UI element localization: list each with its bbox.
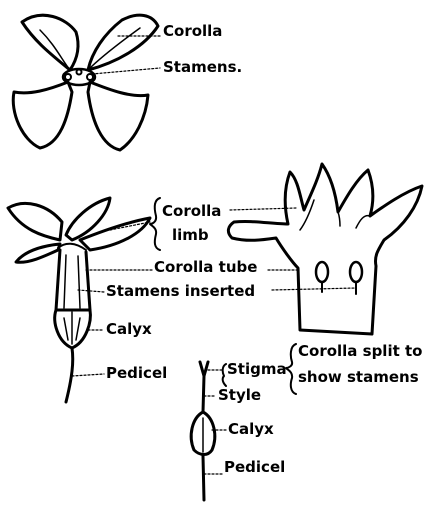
label-pedicel-pistil: Pedicel	[224, 460, 285, 475]
label-corolla-split-line1: Corolla split to	[298, 344, 422, 359]
side-tube-line-1	[64, 255, 66, 308]
label-style: Style	[218, 388, 261, 403]
top-view-flower	[13, 15, 158, 150]
side-limb-right-petal	[80, 218, 150, 250]
split-fold-3	[356, 216, 370, 228]
side-corolla-tube	[56, 250, 90, 310]
split-outline	[228, 164, 422, 334]
pistil-pedicel	[203, 456, 204, 500]
pistil-stigma	[200, 362, 208, 376]
label-calyx-left: Calyx	[106, 322, 152, 337]
bracket-corolla-split	[286, 344, 296, 394]
label-stigma: Stigma	[227, 362, 287, 377]
side-limb-mid-petal	[66, 198, 110, 240]
top-throat	[63, 69, 95, 85]
split-stamen-left	[316, 262, 328, 282]
label-top-corolla: Corolla	[163, 24, 222, 39]
label-corolla-split-line2: show stamens	[298, 370, 419, 385]
label-corolla-limb-line2: limb	[172, 228, 209, 243]
label-pedicel-left: Pedicel	[106, 366, 167, 381]
label-top-stamens: Stamens.	[163, 60, 242, 75]
side-limb-lower-petal	[16, 244, 60, 262]
top-stamen-2	[87, 74, 93, 80]
leader-stamens-inserted-left	[78, 290, 104, 292]
side-calyx-sepal	[64, 312, 80, 344]
leader-top-stamens	[92, 68, 160, 74]
top-stamen-1	[65, 74, 71, 80]
top-petal-lower-right	[88, 82, 148, 150]
top-petal-lower-left	[13, 82, 72, 148]
pistil	[191, 362, 215, 500]
side-tube-line-2	[78, 256, 80, 308]
leader-stamens-inserted-right	[272, 288, 356, 290]
side-pedicel	[66, 348, 73, 402]
bracket-stigma	[223, 364, 226, 386]
split-stamen-right	[350, 262, 362, 282]
top-petal-upper-right	[88, 15, 158, 70]
top-stamen-3	[77, 70, 82, 75]
leader-lines	[72, 36, 356, 474]
split-corolla	[228, 164, 422, 334]
pistil-style	[203, 376, 204, 412]
bracket-corolla-limb	[150, 198, 160, 250]
label-corolla-limb-line1: Corolla	[162, 204, 221, 219]
side-limb-left-petal	[8, 203, 62, 240]
label-corolla-tube: Corolla tube	[154, 260, 257, 275]
split-fold-2	[338, 212, 340, 226]
leader-pedicel-left	[72, 374, 104, 376]
label-stamens-inserted: Stamens inserted	[106, 284, 255, 299]
side-limb-throat	[58, 244, 86, 250]
label-calyx-pistil: Calyx	[228, 422, 274, 437]
